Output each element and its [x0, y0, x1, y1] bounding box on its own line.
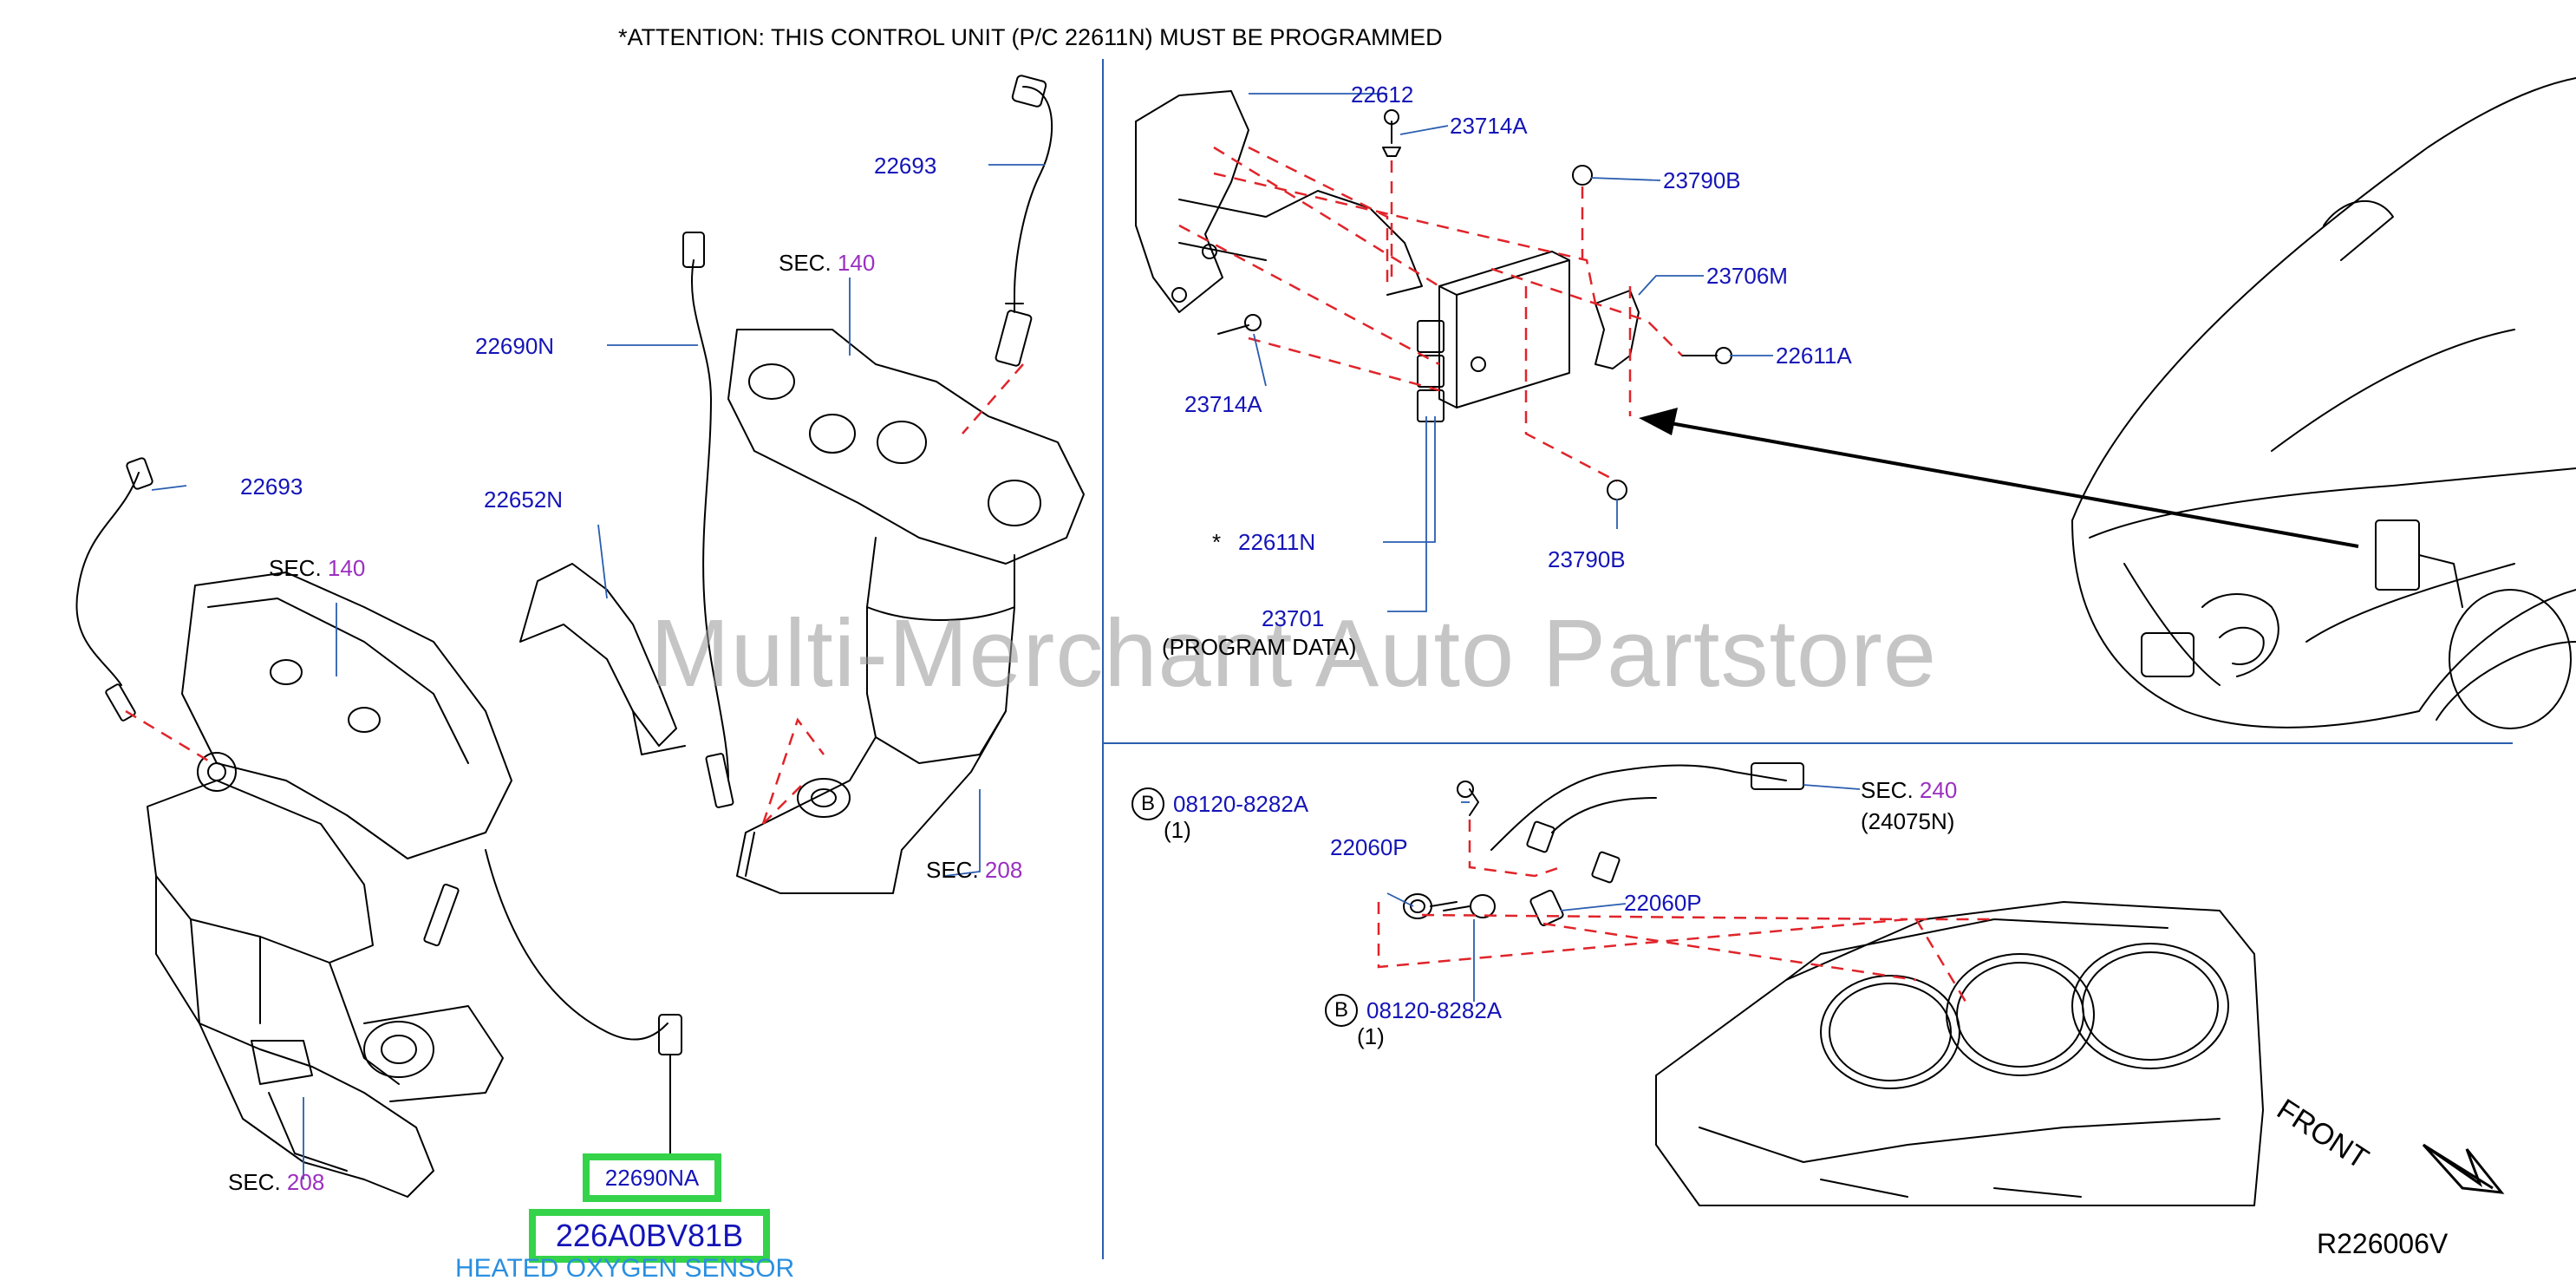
part-label-22690N[interactable]: 22690N	[475, 333, 555, 359]
part-label-23714A-top[interactable]: 23714A	[1450, 113, 1528, 139]
exhaust-manifold-center	[519, 75, 1085, 894]
part-label-08120-8282A-top[interactable]: 08120-8282A	[1173, 791, 1309, 817]
exhaust-manifold-left	[75, 457, 682, 1198]
highlight-part-number: 22690NA	[604, 1165, 700, 1191]
part-label-08120-8282A-bottom[interactable]: 08120-8282A	[1366, 997, 1503, 1023]
part-label-23706M[interactable]: 23706M	[1706, 263, 1788, 289]
quantity-top: (1)	[1164, 817, 1191, 843]
sec-label-208-bottom: SEC. 208	[228, 1169, 325, 1195]
watermark: Multi-Merchant Auto Partstore	[650, 600, 1938, 707]
part-label-22693-top[interactable]: 22693	[874, 153, 937, 179]
part-label-22611N[interactable]: 22611N	[1238, 529, 1316, 555]
part-label-23714A-left[interactable]: 23714A	[1184, 391, 1262, 417]
engine-block	[1403, 762, 2264, 1206]
dashed-alignment-lines	[125, 146, 1994, 1007]
part-label-22060P-right[interactable]: 22060P	[1624, 890, 1702, 916]
ecm-assembly	[1135, 90, 1732, 500]
part-label-23790B-top[interactable]: 23790B	[1663, 167, 1741, 193]
vehicle-front	[2071, 77, 2576, 729]
sec-label-140-top: SEC. 140	[779, 250, 876, 276]
panel-divider-vertical	[1102, 59, 1104, 1259]
attention-note: *ATTENTION: THIS CONTROL UNIT (P/C 22611…	[618, 24, 1443, 50]
quantity-bottom: (1)	[1357, 1023, 1385, 1049]
location-arrow	[1639, 408, 2359, 548]
part-label-22652N[interactable]: 22652N	[484, 487, 564, 513]
sec-label-140-left: SEC. 140	[269, 555, 366, 581]
part-label-22611N-star: *	[1212, 529, 1222, 555]
highlight-oem-number-box[interactable]: 226A0BV81B	[529, 1209, 770, 1263]
front-arrow-icon	[2422, 1143, 2505, 1194]
part-label-23790B-bottom[interactable]: 23790B	[1548, 546, 1626, 572]
part-label-22693-left[interactable]: 22693	[240, 474, 303, 500]
bolt-type-b-marker-top: B	[1131, 787, 1164, 820]
part-label-22612[interactable]: 22612	[1351, 82, 1414, 108]
highlight-part-name: HEATED OXYGEN SENSOR	[455, 1254, 795, 1283]
part-label-22611A[interactable]: 22611A	[1776, 343, 1852, 369]
panel-divider-horizontal	[1104, 742, 2513, 744]
highlight-oem-number: 226A0BV81B	[555, 1218, 744, 1253]
leader-lines	[151, 93, 1861, 1179]
sec-label-240: SEC. 240	[1861, 777, 1958, 803]
diagram-code: R226006V	[2317, 1228, 2449, 1259]
part-label-22060P-left[interactable]: 22060P	[1330, 834, 1408, 860]
bolt-type-b-marker-bottom: B	[1325, 994, 1358, 1027]
sec-label-208-right: SEC. 208	[926, 857, 1023, 883]
program-data-note: (PROGRAM DATA)	[1162, 634, 1357, 660]
part-label-23701[interactable]: 23701	[1262, 605, 1325, 631]
highlight-part-number-box[interactable]: 22690NA	[583, 1153, 721, 1202]
part-label-24075N[interactable]: (24075N)	[1861, 808, 1955, 834]
